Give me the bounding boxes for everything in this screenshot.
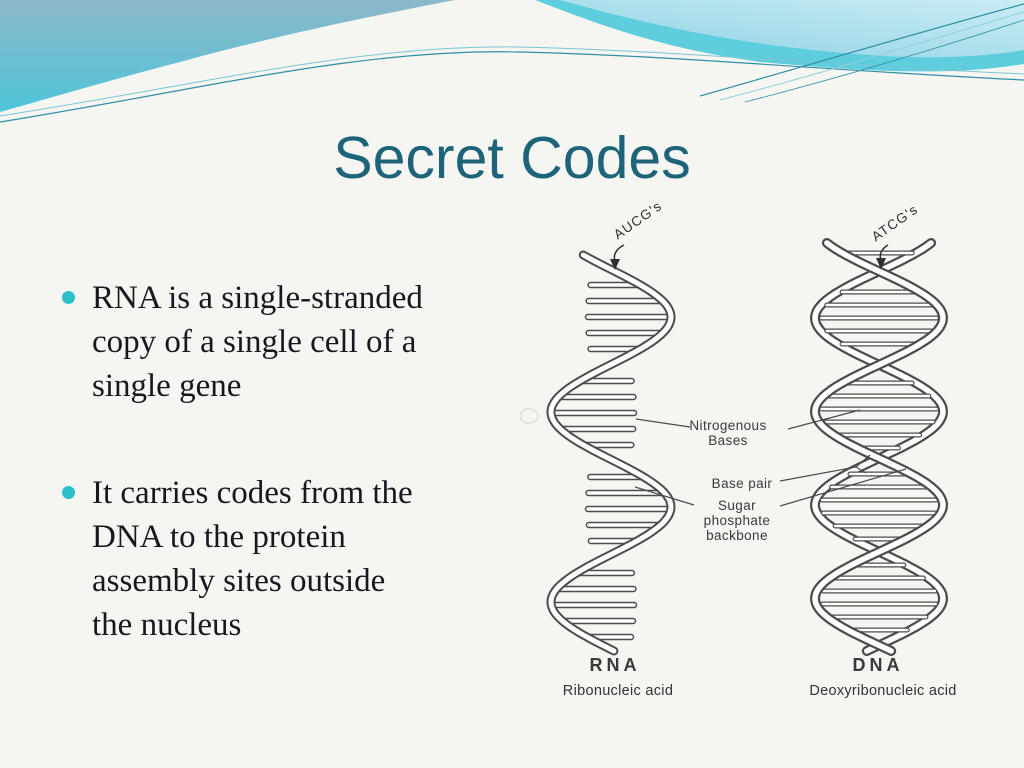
- connector-line: [779, 468, 907, 507]
- connector-line: [779, 454, 871, 482]
- arrow-head-icon: [876, 258, 886, 269]
- bullet-line: copy of a single cell of a: [92, 324, 417, 360]
- bullet-line: RNA is a single-stranded: [92, 280, 423, 316]
- bullet-item: It carries codes from the DNA to the pro…: [62, 471, 518, 647]
- dna-full-name: Deoxyribonucleic acid: [809, 683, 957, 699]
- arrow-icon: [613, 244, 625, 262]
- bullet-marker-icon: [62, 291, 75, 304]
- arrow-head-icon: [610, 259, 620, 270]
- bullet-item: RNA is a single-stranded copy of a singl…: [62, 276, 518, 408]
- header-left-wave: [0, 0, 455, 112]
- bullet-list: RNA is a single-stranded copy of a singl…: [62, 276, 518, 647]
- header-accent-line: [0, 46, 1024, 117]
- header-right-band: [560, 0, 1024, 58]
- sugar-phosphate-backbone-label: Sugar phosphate backbone: [704, 498, 771, 543]
- connector-line: [634, 486, 695, 506]
- dna-caption: DNA: [852, 655, 904, 675]
- page-title: Secret Codes: [333, 125, 691, 191]
- arrow-icon: [879, 244, 889, 261]
- rna-dna-diagram: AUCG's ATCG's Nitrogenous Bases Base pai…: [520, 198, 1020, 720]
- rna-full-name: Ribonucleic acid: [562, 683, 674, 699]
- rna-caption: RNA: [589, 655, 641, 675]
- bullet-text: It carries codes from the DNA to the pro…: [92, 471, 413, 647]
- header-wave-decoration: [0, 0, 1024, 123]
- base-pair-label: Base pair: [711, 476, 773, 491]
- helix-illustration: [546, 238, 949, 656]
- connector-line: [635, 418, 691, 428]
- label-line: backbone: [706, 528, 768, 543]
- label-line: Bases: [708, 433, 748, 448]
- bullet-line: assembly sites outside: [92, 563, 386, 599]
- diagram-annotations: [520, 244, 907, 507]
- header-accent-line: [744, 19, 1024, 103]
- connector-line: [787, 409, 861, 430]
- nitrogenous-bases-label: Nitrogenous Bases: [689, 418, 766, 448]
- bullet-line: DNA to the protein: [92, 519, 346, 555]
- faint-circle-artifact: [520, 408, 539, 424]
- bullet-line: It carries codes from the: [92, 475, 413, 511]
- bullet-line: single gene: [92, 368, 242, 404]
- header-accent-line: [0, 51, 1024, 123]
- header-accent-line: [719, 11, 1024, 101]
- header-accent-line: [699, 3, 1024, 97]
- label-line: phosphate: [703, 513, 771, 528]
- bullet-line: the nucleus: [92, 607, 242, 643]
- label-line: Sugar: [717, 498, 757, 513]
- label-line: Nitrogenous: [689, 418, 767, 433]
- bullet-text: RNA is a single-stranded copy of a singl…: [92, 276, 423, 408]
- bullet-marker-icon: [62, 486, 75, 499]
